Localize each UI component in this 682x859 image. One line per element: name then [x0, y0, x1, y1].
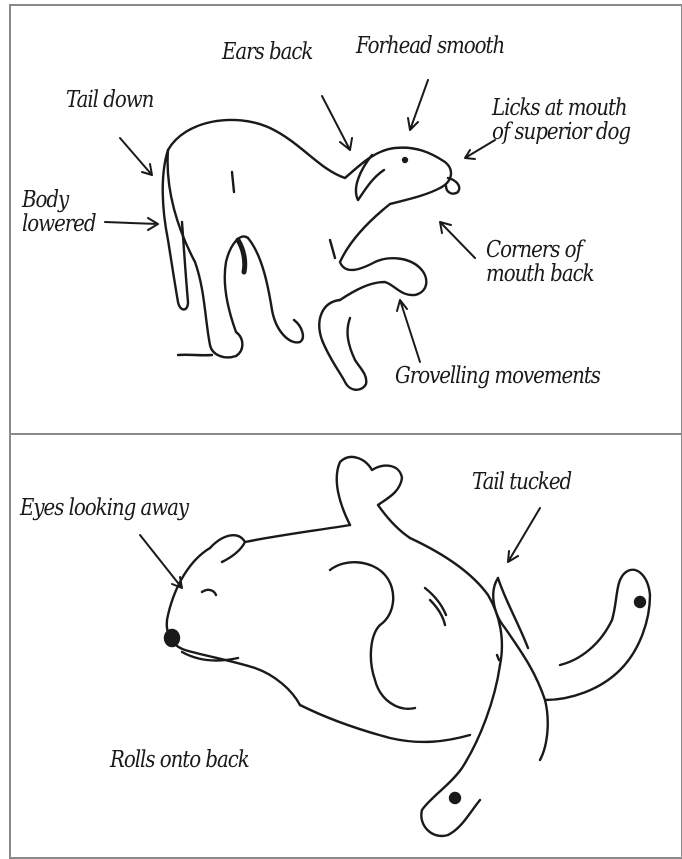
rolling-dog-paw-pad-2: [450, 793, 460, 803]
dog-hind-leg-2: [248, 238, 303, 342]
rolling-dog-lower-leg: [421, 665, 500, 836]
rolling-dog-nose: [165, 630, 179, 646]
label-rolls-onto-back: Rolls onto back: [110, 748, 249, 772]
rolling-dog-head: [167, 548, 300, 705]
arrow-tail-tucked: [508, 508, 540, 562]
arrow-tail-down: [120, 138, 152, 175]
rolling-dog-body-lower: [300, 705, 470, 742]
arrow-grovelling: [397, 300, 420, 362]
dog-belly: [168, 150, 236, 357]
dog-tail: [163, 150, 188, 310]
label-corners-of-mouth-back: Corners of mouth back: [486, 238, 594, 286]
rolling-dog-hind-leg-right: [545, 570, 650, 700]
rolling-dog-paw-pad: [635, 597, 645, 607]
arrow-eyes-looking-away: [140, 535, 182, 588]
bottom-panel-arrows: [140, 508, 540, 588]
label-licks-at-mouth: Licks at mouth of superior dog: [492, 96, 630, 144]
rolling-dog-tail: [493, 578, 547, 760]
dog-flank-detail: [232, 172, 234, 192]
label-ears-back: Ears back: [222, 40, 312, 64]
dog-leg-shading: [238, 240, 245, 272]
label-body-lowered: Body lowered: [22, 188, 95, 236]
rolling-dog-front-leg: [330, 562, 415, 709]
label-forehead-smooth: Forhead smooth: [356, 34, 504, 58]
label-eyes-looking-away: Eyes looking away: [20, 496, 188, 520]
rolling-dog-ear: [210, 535, 245, 562]
rolling-dog-belly: [410, 538, 502, 665]
dog-back-outline: [168, 120, 451, 204]
dog-ground-line: [178, 355, 212, 356]
dog-belly-detail: [330, 240, 335, 258]
rolling-dog-navel: [497, 655, 499, 660]
rolling-dog-illustration: [165, 457, 650, 836]
submissive-dog-illustration: [163, 120, 460, 390]
label-tail-down: Tail down: [66, 88, 153, 112]
rolling-dog-eye: [202, 590, 216, 595]
rolling-dog-fur-2: [430, 600, 445, 625]
arrow-ears-back: [322, 96, 352, 150]
arrow-licks-at-mouth: [465, 140, 495, 159]
rolling-dog-neck: [245, 525, 350, 542]
dog-front-leg-raised: [340, 204, 426, 300]
label-tail-tucked: Tail tucked: [472, 470, 571, 494]
dog-ear: [356, 155, 384, 200]
dog-front-leg-grounded: [319, 300, 366, 390]
label-grovelling-movements: Grovelling movements: [395, 364, 600, 388]
arrow-forehead-smooth: [408, 80, 428, 130]
arrow-corners-of-mouth: [440, 222, 475, 258]
top-panel-arrows: [105, 80, 495, 362]
rolling-dog-fur-1: [425, 588, 446, 615]
dog-eye: [403, 158, 407, 162]
arrow-body-lowered: [105, 218, 158, 230]
